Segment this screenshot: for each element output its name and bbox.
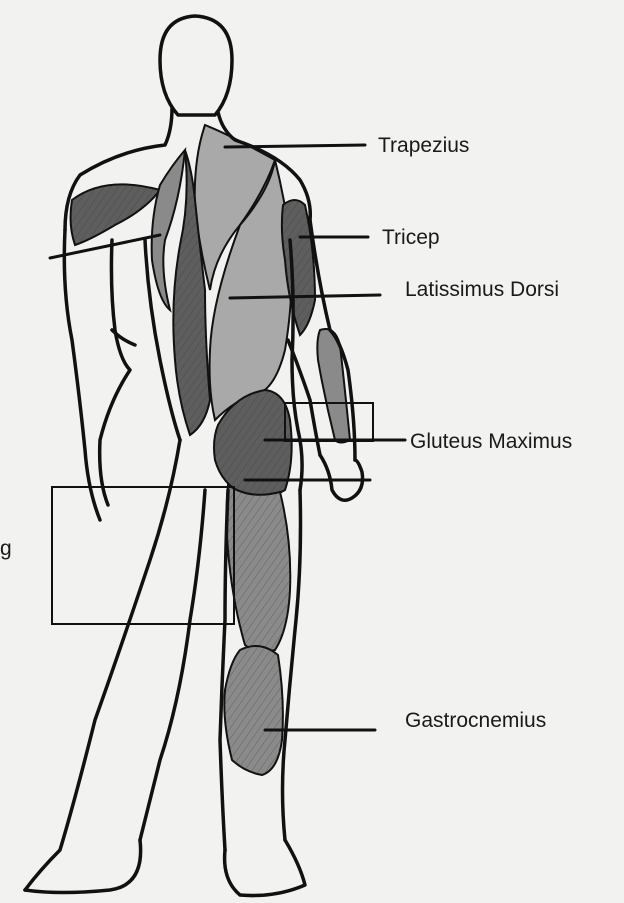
label-trapezius: Trapezius <box>378 134 469 157</box>
trapezius-leader <box>225 145 365 147</box>
muscle-shading <box>71 125 350 775</box>
label-gluteus-maximus: Gluteus Maximus <box>410 430 572 453</box>
body-outline <box>25 16 363 896</box>
label-hamstring-fragment: g <box>0 537 12 560</box>
label-tricep: Tricep <box>382 226 440 249</box>
deltoid-leader <box>50 235 160 258</box>
label-latissimus-dorsi: Latissimus Dorsi <box>405 278 559 301</box>
label-gastrocnemius: Gastrocnemius <box>405 709 546 732</box>
head-outline <box>160 16 232 115</box>
forearm-muscle <box>317 329 350 443</box>
hamstring-box <box>52 487 234 624</box>
